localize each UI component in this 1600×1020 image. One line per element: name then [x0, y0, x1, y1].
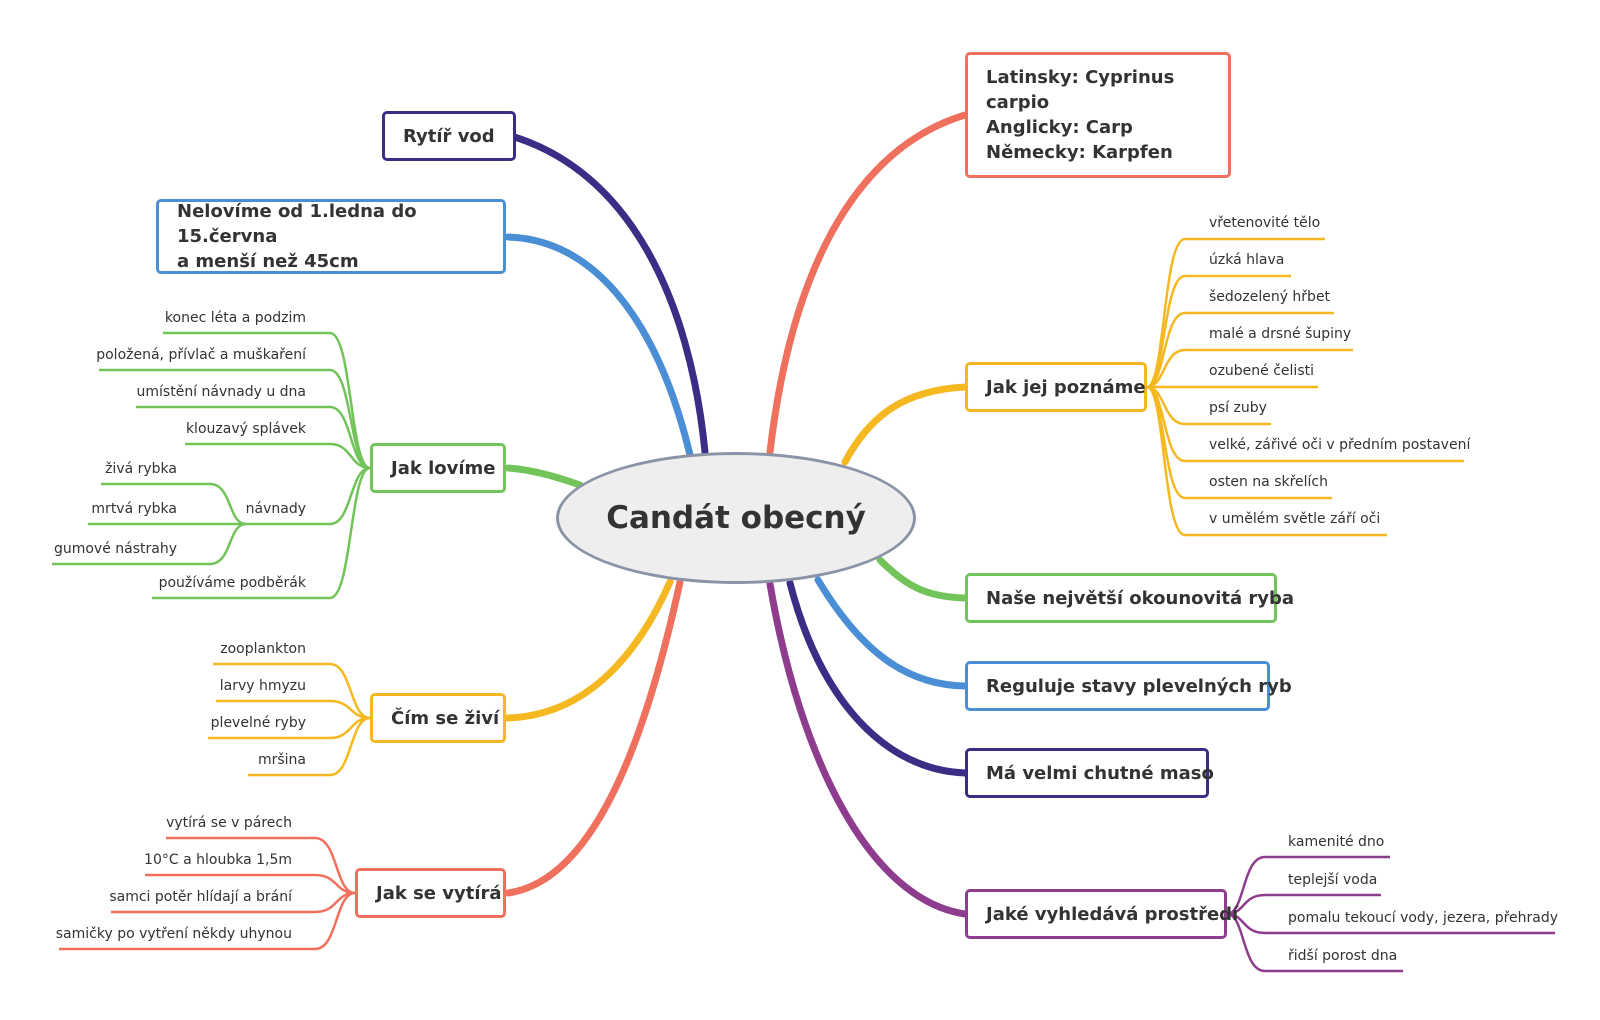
leaf-pozname-6[interactable]: psí zuby	[1209, 400, 1267, 416]
topic-reguluje[interactable]: Reguluje stavy plevelných ryb	[965, 661, 1292, 711]
leaf-zivi-3[interactable]: plevelné ryby	[210, 715, 306, 731]
leaf-prostredi-3[interactable]: pomalu tekoucí vody, jezera, přehrady	[1288, 910, 1559, 926]
leaf-pozname-4[interactable]: malé a drsné šupiny	[1209, 326, 1352, 342]
leaf-navnady-1[interactable]: živá rybka	[105, 461, 177, 477]
trunk-jak-lovime	[504, 464, 584, 489]
leaf-pozname-2[interactable]: úzká hlava	[1209, 252, 1285, 268]
leaf-lovime-2[interactable]: položená, přívlač a muškaření	[96, 347, 306, 363]
leaf-pozname-7[interactable]: velké, zářivé oči v předním postavení	[1209, 437, 1471, 453]
leaf-prostredi-2[interactable]: teplejší voda	[1288, 872, 1378, 888]
leaf-navnady-3[interactable]: gumové nástrahy	[53, 541, 177, 557]
name-german: Německy: Karpfen	[986, 142, 1173, 163]
name-latin: Latinsky: Cyprinus carpio	[986, 67, 1175, 113]
topic-jak-se-vytira[interactable]: Jak se vytírá	[355, 868, 506, 918]
trunk-nelovime	[504, 233, 694, 459]
leaf-prostredi-4[interactable]: řidší porost dna	[1288, 948, 1398, 964]
topic-okounovita[interactable]: Naše největší okounovitá ryba	[965, 573, 1294, 623]
trunk-jak-se-vytira	[504, 578, 684, 897]
leaf-lovime-1[interactable]: konec léta a podzim	[164, 310, 306, 326]
topic-cim-se-zivi[interactable]: Čím se živí	[370, 693, 506, 743]
topic-maso[interactable]: Má velmi chutné maso	[965, 748, 1214, 798]
leaf-pozname-5[interactable]: ozubené čelisti	[1209, 363, 1314, 379]
leaf-pozname-3[interactable]: šedozelený hřbet	[1209, 289, 1331, 305]
leaf-vytira-3[interactable]: samci potěr hlídají a brání	[109, 889, 292, 905]
leaf-zivi-4[interactable]: mršina	[257, 752, 306, 768]
topic-nelovime-line-1: Nelovíme od 1.ledna do 15.června	[177, 201, 417, 247]
leaf-zivi-2[interactable]: larvy hmyzu	[219, 678, 306, 694]
leaf-navnady-2[interactable]: mrtvá rybka	[91, 501, 177, 517]
leaf-vytira-2[interactable]: 10°C a hloubka 1,5m	[144, 852, 292, 868]
trunk-prostredi	[766, 580, 969, 918]
trunk-cim-se-zivi	[504, 578, 674, 722]
topic-prostredi[interactable]: Jaké vyhledává prostředí	[965, 889, 1238, 939]
leaf-lovime-3[interactable]: umístění návnady u dna	[136, 384, 306, 400]
leaf-navnady[interactable]: návnady	[245, 501, 306, 517]
leaf-zivi-1[interactable]: zooplankton	[220, 641, 306, 657]
topic-jak-jej-pozname[interactable]: Jak jej poznáme	[965, 362, 1147, 412]
trunk-names	[766, 111, 969, 456]
central-topic[interactable]: Candát obecný	[556, 452, 916, 584]
topic-rytir-vod[interactable]: Rytíř vod	[382, 111, 516, 161]
leaf-lovime-last[interactable]: používáme podběrák	[158, 575, 306, 591]
leaf-prostredi-1[interactable]: kamenité dno	[1288, 834, 1385, 850]
trunk-okounovita	[876, 556, 969, 602]
trunk-rytir	[504, 131, 709, 456]
topic-jak-lovime[interactable]: Jak lovíme	[370, 443, 506, 493]
leaf-pozname-9[interactable]: v umělém světle září oči	[1209, 511, 1381, 527]
leaf-pozname-1[interactable]: vřetenovité tělo	[1209, 215, 1321, 231]
trunk-jak-jej-pozname	[841, 383, 969, 466]
leaf-pozname-8[interactable]: osten na skřelích	[1209, 474, 1328, 490]
name-english: Anglicky: Carp	[986, 117, 1133, 138]
topic-nelovime-line-2: a menší než 45cm	[177, 251, 359, 272]
subtopic-lines	[52, 237, 1555, 973]
trunk-reguluje	[814, 576, 969, 690]
topic-nelovime[interactable]: Nelovíme od 1.ledna do 15.června a menší…	[156, 199, 506, 274]
trunk-maso	[786, 579, 969, 777]
topic-names[interactable]: Latinsky: Cyprinus carpio Anglicky: Carp…	[965, 52, 1231, 178]
leaf-vytira-4[interactable]: samičky po vytření někdy uhynou	[55, 926, 292, 942]
leaf-lovime-4[interactable]: klouzavý splávek	[185, 421, 306, 437]
leaf-vytira-1[interactable]: vytírá se v párech	[166, 815, 292, 831]
